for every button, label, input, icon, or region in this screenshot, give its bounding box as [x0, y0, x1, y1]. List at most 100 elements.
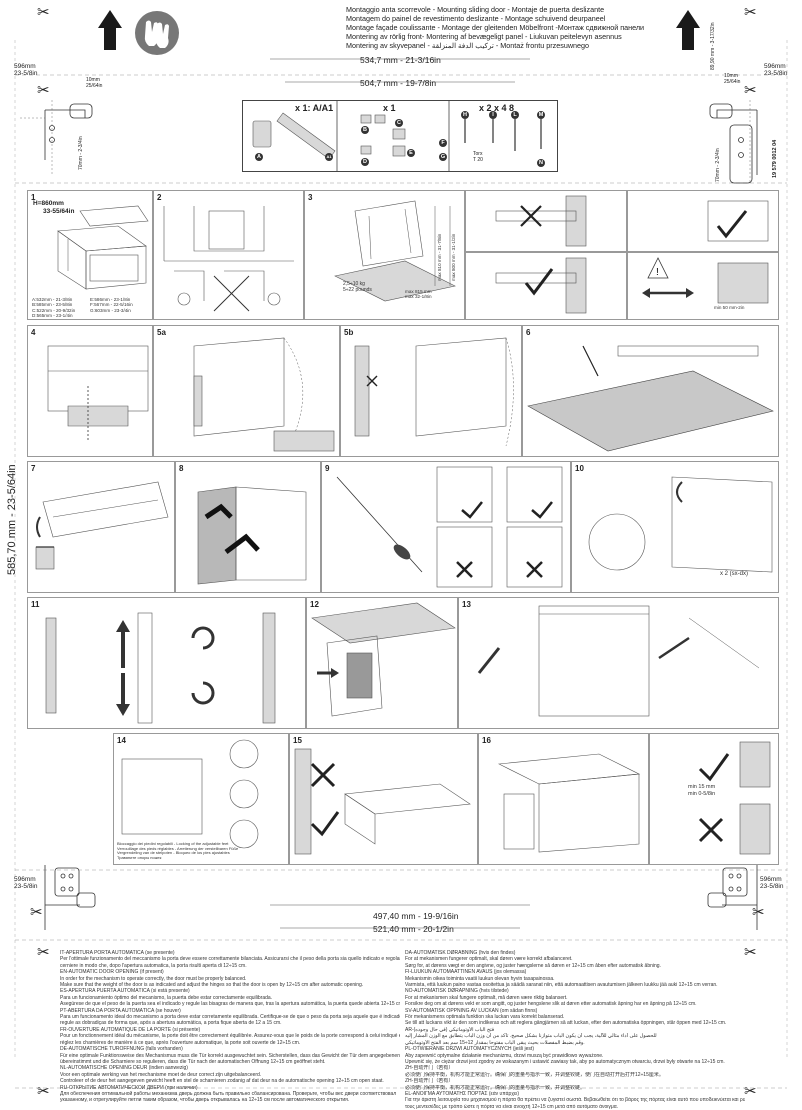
step-number: 5a — [157, 328, 166, 337]
part-label-n: N — [537, 159, 545, 167]
step-5b-panel: 5b — [340, 325, 522, 457]
legend-line: PT-ABERTURA DA PORTA AUTOMÁTICA (se houv… — [60, 1007, 181, 1014]
scissors-icon: ✂ — [752, 904, 765, 921]
legend-line: EL-ΑΝΟΙΓΜΑ ΑΥΤΟΜΑΤΗΣ ΠΟΡΤΑΣ (εάν υπάρχει… — [405, 1090, 520, 1097]
part-label-g: G — [439, 153, 447, 161]
scissors-icon: ✂ — [744, 4, 757, 21]
legend-line: Varmista, että luukun paino vastaa osoit… — [405, 982, 718, 989]
scissors-icon: ✂ — [37, 4, 50, 21]
legend-line: IT-APERTURA PORTA AUTOMATICA (se present… — [60, 950, 175, 956]
legend-line: Aby zapewnić optymalne działanie mechani… — [405, 1052, 604, 1059]
step-12-panel: 12 — [306, 597, 458, 729]
scissors-icon: ✂ — [30, 904, 43, 921]
step-number: 6 — [526, 328, 531, 337]
part-label-h: H — [461, 111, 469, 119]
step-3-detail-c — [627, 190, 779, 252]
step-10-panel: 10 x 2 (sx-dx) — [571, 461, 779, 593]
legend-line: Per l'ottimale funzionamento del meccani… — [60, 956, 400, 963]
dim-vert-small-right-2: 70mm - 2-3/4in — [715, 148, 721, 182]
legend-line: τους μεντεσέδες με τρόπο ώστε η πόρτα να… — [405, 1103, 619, 1110]
step-8-panel: 8 — [175, 461, 321, 593]
dim-top-b: 504,7 mm - 19-7/8in — [360, 78, 437, 88]
step-number: 3 — [308, 193, 313, 202]
dim-vertical: 585,70 mm - 23-5/64in — [6, 464, 18, 575]
step-number: 12 — [310, 600, 319, 609]
scissors-icon: ✂ — [37, 82, 50, 99]
legend-line: Voor een optimale werking van het mechan… — [60, 1071, 262, 1078]
doc-code: 19 579 0012 04 — [772, 139, 778, 178]
step14-caption: Bloccaggio dei piedini regolabili - Lock… — [117, 841, 239, 860]
step-number: 9 — [325, 464, 330, 473]
legend-line: Pour un fonctionnement idéal du mécanism… — [60, 1033, 400, 1040]
step-9-panel: 9 — [321, 461, 571, 593]
step-3-detail-d: ! min 50 mm-2in — [627, 252, 779, 320]
step-11-panel: 11 — [27, 597, 306, 729]
legend-line: NO-AUTOMATISK DØRÅPNING (hvis tilstede) — [405, 988, 509, 995]
svg-text:!: ! — [656, 267, 659, 278]
legend-line: Asegúrese de que el peso de la puerta se… — [60, 1001, 400, 1008]
legend-line: Para un funcionamiento óptimo del mecani… — [60, 994, 273, 1001]
step-7-panel: 7 — [27, 461, 175, 593]
part-label-m: M — [537, 111, 545, 119]
legend-line: réglez les charnières de manière à ce qu… — [60, 1039, 301, 1046]
dim-bottom-a: 497,40 mm - 19-9/16in — [373, 911, 459, 921]
dim-vert-small-right: 89,90 mm - 3-17/32in — [710, 22, 716, 70]
legend-line: ZH-自动开门（若有） — [405, 1065, 454, 1072]
legend-line: Forsikre deg om at dørens vekt er som an… — [405, 1001, 697, 1008]
legend-line: RU-ОТКРЫТИЕ АВТОМАТИЧЕСКОЙ ДВЕРИ (при на… — [60, 1084, 198, 1091]
step-2-panel: 2 — [153, 190, 304, 320]
part-label-c: C — [395, 119, 403, 127]
legend-line: AR-فتح الباب الأوتوماتيكي (في حال وجوده) — [405, 1026, 495, 1033]
dim-top-a: 534,7 mm - 21-3/16in — [360, 55, 441, 65]
legend-line: In order for the mechanism to operate co… — [60, 975, 247, 982]
parts-box: x 1: A/A1 x 1 x 2 x 4 8 A A1 B C D E F G… — [242, 100, 558, 172]
step-15-panel: 15 — [289, 733, 478, 865]
part-label-i: I — [489, 111, 497, 119]
legend-line: För mekanismens optimala funktion ska lu… — [405, 1014, 565, 1021]
parts-col3-title: x 2 x 4 8 — [479, 103, 515, 113]
legend-line: Für eine optimale Funktionsweise des Mec… — [60, 1052, 400, 1059]
part-label-a1: A1 — [325, 153, 333, 161]
header-line-3: Montage façade coulissante - Montage der… — [346, 23, 645, 32]
step-number: 15 — [293, 736, 302, 745]
step-number: 1 — [31, 193, 36, 202]
step-16-panel: 16 — [478, 733, 649, 865]
step-number: 13 — [462, 600, 471, 609]
legend-line: ZH-自动开门（若有） — [405, 1078, 454, 1085]
legend-line: Για την άριστη λειτουργία του μηχανισμού… — [405, 1097, 745, 1104]
step-number: 7 — [31, 464, 36, 473]
part-label-a: A — [255, 153, 263, 161]
part-label-e: E — [407, 149, 415, 157]
part-label-l: L — [511, 111, 519, 119]
legend-line: Upewnić się, że ciężar drzwi jest zgodny… — [405, 1058, 725, 1065]
legend-line: Para um funcionamento ideal do mecanismo… — [60, 1014, 400, 1021]
step-14-panel: 14 Bloccaggio dei piedini regolabili - L… — [113, 733, 289, 865]
legend-line: EN-AUTOMATIC DOOR OPENING (if present) — [60, 969, 164, 976]
step-number: 8 — [179, 464, 184, 473]
part-label-f: F — [439, 139, 447, 147]
step3-max2b: max 800 mm - 31-1/2in — [451, 233, 456, 281]
legend-line: Mekanismin oikea toiminta vaatii luukun … — [405, 975, 555, 982]
legend-right: DA-AUTOMATISK DØRÅBNING (hvis den findes… — [405, 950, 745, 1110]
scissors-icon: ✂ — [744, 82, 757, 99]
step-number: 11 — [31, 600, 40, 609]
header-line-5: Montering av skyvepanel - تركيب الدفة ال… — [346, 41, 590, 50]
header-line-1: Montaggio anta scorrevole - Mounting sli… — [346, 5, 605, 14]
legend-line: Se till att luckans vikt är den som indi… — [405, 1020, 727, 1027]
legend-line: NL-AUTOMATISCHE OPENING DEUR (indien aan… — [60, 1065, 188, 1072]
parts-col2-title: x 1 — [383, 103, 396, 113]
legend-line: ES-APERTURA PUERTA AUTOMÁTICA (si está p… — [60, 988, 190, 995]
step-4-panel: 4 — [27, 325, 153, 457]
legend-line: DE-AUTOMATISCHE TÜRÖFFNUNG (falls vorhan… — [60, 1046, 183, 1053]
